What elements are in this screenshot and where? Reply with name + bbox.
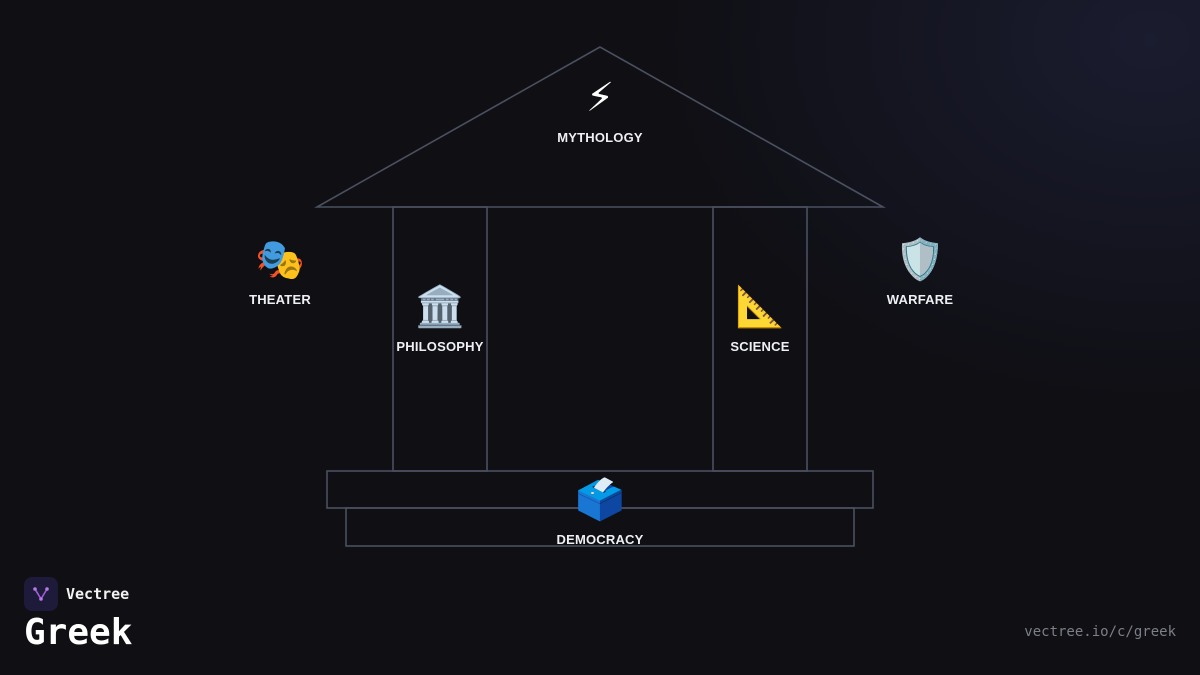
temple-pediment — [313, 46, 887, 208]
node-label: WARFARE — [886, 292, 954, 307]
theater-masks-icon: 🎭 — [255, 237, 305, 283]
node-label: DEMOCRACY — [556, 532, 644, 547]
ballot-box-icon: 🗳️ — [575, 477, 625, 523]
node-label: MYTHOLOGY — [557, 130, 643, 145]
brand[interactable]: Vectree — [24, 577, 129, 611]
brand-name: Vectree — [66, 585, 130, 603]
node-philosophy[interactable]: 🏛️ PHILOSOPHY — [360, 283, 520, 354]
shield-icon: 🛡️ — [895, 237, 945, 283]
vectree-logo-icon — [24, 577, 58, 611]
node-label: PHILOSOPHY — [396, 339, 484, 354]
temple-base-lower — [345, 507, 855, 547]
node-warfare[interactable]: 🛡️ WARFARE — [840, 236, 1000, 307]
node-mythology[interactable]: ⚡ MYTHOLOGY — [520, 74, 680, 145]
node-science[interactable]: 📐 SCIENCE — [680, 283, 840, 354]
triangular-ruler-icon: 📐 — [735, 284, 785, 330]
page-title: Greek — [24, 612, 133, 653]
node-label: SCIENCE — [730, 339, 790, 354]
node-theater[interactable]: 🎭 THEATER — [200, 236, 360, 307]
lightning-icon: ⚡ — [585, 75, 615, 121]
classical-building-icon: 🏛️ — [415, 284, 465, 330]
node-label: THEATER — [249, 292, 311, 307]
page-url[interactable]: vectree.io/c/greek — [1024, 624, 1176, 640]
node-democracy[interactable]: 🗳️ DEMOCRACY — [520, 476, 680, 547]
